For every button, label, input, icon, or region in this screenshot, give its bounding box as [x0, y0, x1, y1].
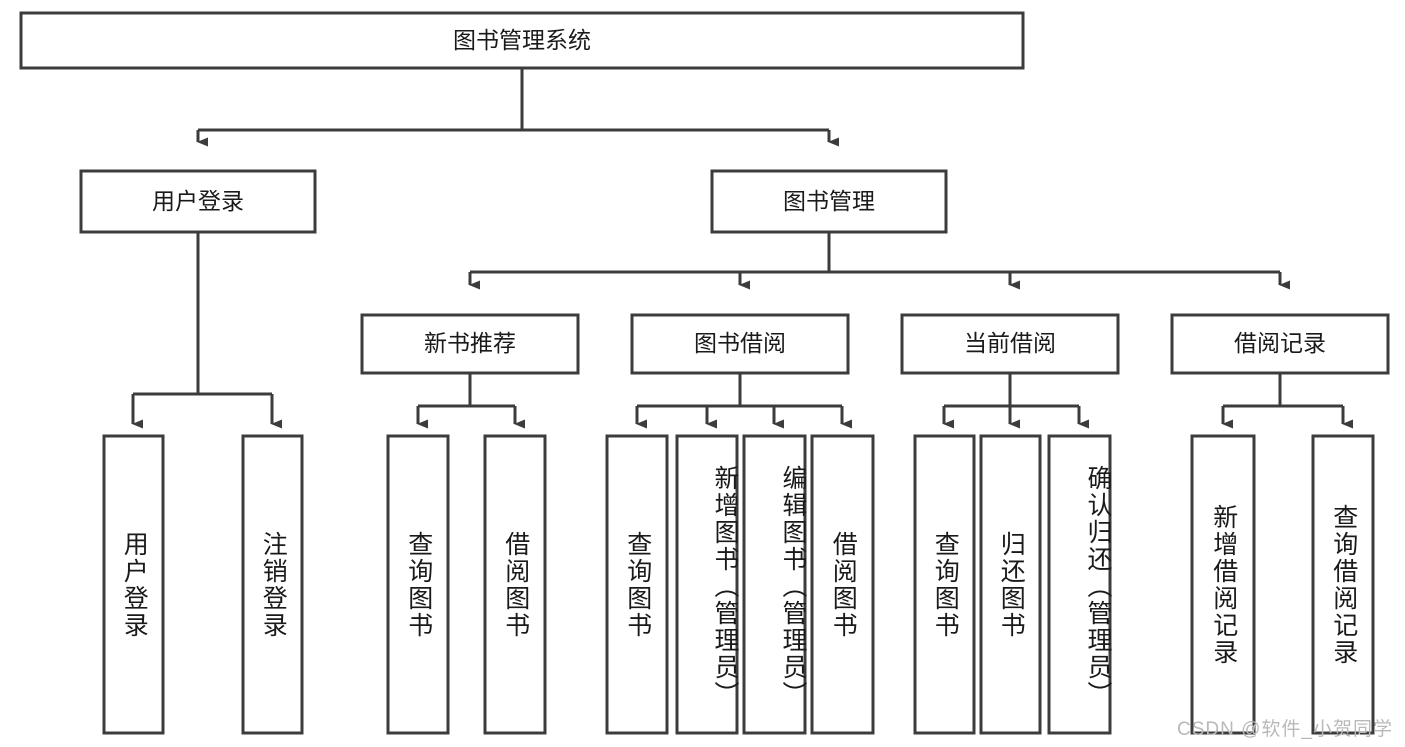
node-current-borrow-box: [900, 313, 1120, 375]
leaf-box-book-borrow-2[interactable]: [675, 434, 739, 735]
leaf-box-borrow-record-1[interactable]: [1190, 434, 1256, 735]
leaf-box-current-borrow-1[interactable]: [913, 434, 976, 735]
leaf-box-book-borrow-1[interactable]: [605, 434, 669, 735]
csdn-watermark: CSDN @软件_小贺同学: [1177, 719, 1393, 740]
node-root-label: 图书管理系统: [453, 27, 591, 53]
leaf-box-borrow-record-2[interactable]: [1311, 434, 1375, 735]
node-borrow-record-box: [1170, 313, 1390, 375]
node-user-login-label: 用户登录: [152, 188, 244, 214]
leaf-box-book-borrow-3[interactable]: [742, 434, 807, 735]
node-new-book-recommend[interactable]: 新书推荐: [360, 313, 580, 375]
node-book-borrow[interactable]: 图书借阅: [630, 313, 850, 375]
node-user-login[interactable]: 用户登录: [79, 169, 317, 234]
node-book-manage[interactable]: 图书管理: [710, 169, 948, 234]
leaf-box-current-borrow-2[interactable]: [979, 434, 1042, 735]
node-book-borrow-label: 图书借阅: [694, 330, 786, 356]
node-current-borrow[interactable]: 当前借阅: [900, 313, 1120, 375]
node-book-manage-label: 图书管理: [783, 188, 875, 214]
leaf-box-new-book-1[interactable]: [386, 434, 450, 735]
node-root-box: [19, 11, 1025, 70]
node-book-manage-box: [710, 169, 948, 234]
node-current-borrow-label: 当前借阅: [964, 330, 1056, 356]
leaf-box-new-book-2[interactable]: [483, 434, 547, 735]
leaf-box-user-login-1[interactable]: [102, 434, 165, 735]
leaf-box-user-login-2[interactable]: [241, 434, 304, 735]
leaf-box-book-borrow-4[interactable]: [810, 434, 875, 735]
node-book-borrow-box: [630, 313, 850, 375]
leaf-box-current-borrow-3[interactable]: [1047, 434, 1112, 735]
node-borrow-record[interactable]: 借阅记录: [1170, 313, 1390, 375]
node-new-book-recommend-box: [360, 313, 580, 375]
node-borrow-record-label: 借阅记录: [1234, 330, 1326, 356]
node-root[interactable]: 图书管理系统: [19, 11, 1025, 70]
node-new-book-recommend-label: 新书推荐: [424, 330, 516, 356]
